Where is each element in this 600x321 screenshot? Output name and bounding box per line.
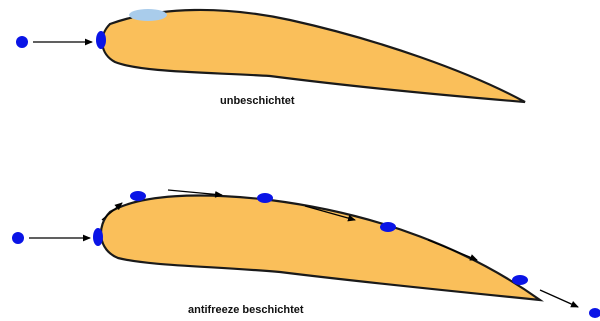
sliding-droplet (130, 191, 146, 201)
ice-accretion (129, 9, 167, 21)
incoming-droplet (12, 232, 24, 244)
sliding-droplet (380, 222, 396, 232)
coated-airfoil-group: antifreeze beschichtet (12, 190, 600, 318)
leading-edge-droplet (96, 31, 106, 49)
sliding-droplet (257, 193, 273, 203)
surface-flow-arrow (168, 190, 222, 195)
caption-coated: antifreeze beschichtet (188, 304, 304, 316)
sliding-droplet (512, 275, 528, 285)
airfoil-uncoated (102, 10, 525, 102)
surface-flow-arrow (540, 290, 578, 307)
airfoil-coated (101, 196, 540, 300)
caption-uncoated: unbeschichtet (220, 95, 295, 107)
leading-edge-droplet (93, 228, 103, 246)
incoming-droplet (16, 36, 28, 48)
uncoated-airfoil-group: unbeschichtet (16, 9, 525, 107)
shed-droplet (589, 308, 600, 318)
